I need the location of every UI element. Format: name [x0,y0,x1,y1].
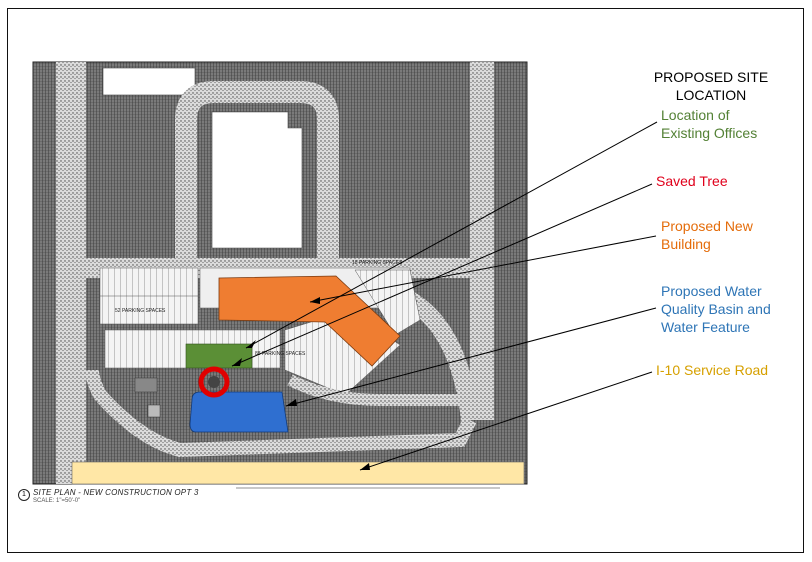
leader-service-road [359,371,653,471]
legend-title: PROPOSED SITE LOCATION [653,69,769,103]
drawing-number: 1 [18,489,30,501]
legend-saved-tree: Saved Tree [656,173,728,189]
parking-label-a: 52 PARKING SPACES [115,308,166,314]
drawing-scale: SCALE: 1"=50'-0" [33,498,81,504]
saved-tree-marker [198,366,230,398]
parking-lot-right [354,269,421,336]
small-structure [134,377,158,393]
existing-offices [185,343,253,369]
leader-existing-offices [245,121,658,349]
right-road [470,62,494,420]
small-structure-2 [147,404,161,418]
legend-water-basin: Proposed Water Quality Basin and Water F… [661,283,771,335]
legend-new-building: Proposed New Building [661,218,753,252]
lower-drive [85,369,477,458]
i10-service-road [71,461,525,485]
drawing-caption: SITE PLAN - NEW CONSTRUCTION OPT 3 [33,488,199,497]
parking-label-c: 18 PARKING SPACES [352,260,403,266]
parking-label-b: 88 PARKING SPACES [255,351,306,357]
north-label-box [102,67,196,96]
legend-existing-offices: Location of Existing Offices [661,107,758,141]
drive-right [287,374,470,406]
page-frame [7,8,804,553]
leader-new-building [309,235,657,303]
loop-road [175,81,339,260]
water-quality-basin [189,391,289,433]
proposed-new-building [218,275,401,367]
leader-water-basin [285,307,657,407]
legend-service-road: I-10 Service Road [656,362,769,378]
existing-building [211,111,303,249]
leader-saved-tree [231,183,653,367]
